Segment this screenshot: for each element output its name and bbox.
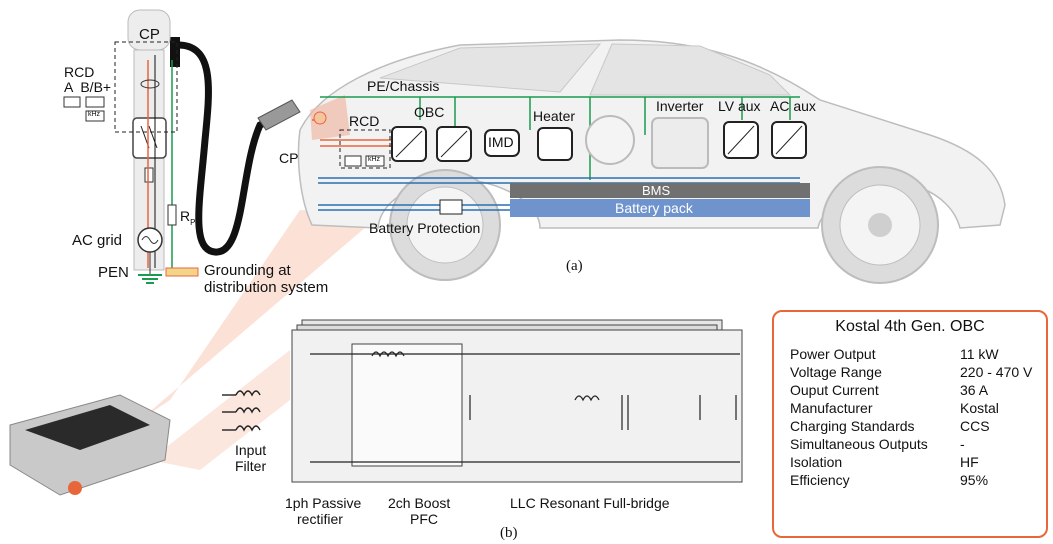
pe-chassis-wiring xyxy=(320,96,800,180)
rcd-a-symbol xyxy=(63,96,81,108)
imd-block xyxy=(484,129,520,157)
spec-row-label: Voltage Range xyxy=(790,364,882,380)
vehicle-rcd-box xyxy=(339,129,391,169)
ac-aux-label: AC aux xyxy=(770,98,816,114)
circuit-schematic xyxy=(310,351,740,463)
battery-pack-label: Battery pack xyxy=(615,200,693,216)
charge-inlet xyxy=(313,111,327,125)
spec-row-label: Ouput Current xyxy=(790,382,879,398)
grounding-label-line2: distribution system xyxy=(204,279,329,296)
vehicle-rcd-label: RCD xyxy=(349,113,380,129)
input-filter-label-line1: Input xyxy=(235,442,267,458)
vehicle-khz-box xyxy=(365,155,385,167)
projection-beam-lower xyxy=(150,350,290,470)
spec-row-label: Power Output xyxy=(790,346,876,362)
cable-connector xyxy=(170,37,180,67)
input-filter-label-line2: Filter xyxy=(235,458,267,474)
projection-beam xyxy=(140,210,380,420)
rcd-khz-label: kHz xyxy=(88,111,101,118)
pfc-label-line1: 2ch Boost xyxy=(388,495,451,511)
rcd-types-label: A B/B+ xyxy=(64,79,112,95)
spec-row-value: HF xyxy=(960,454,979,470)
grounding-label-line1: Grounding at xyxy=(204,262,291,279)
ac-grid-label: AC grid xyxy=(72,232,123,249)
spec-row-value: - xyxy=(960,436,965,452)
spec-row-label: Simultaneous Outputs xyxy=(790,436,928,452)
vehicle-rcd-symbol xyxy=(344,155,362,167)
pfc-label-line2: PFC xyxy=(410,511,438,527)
grounding-bar xyxy=(165,267,199,277)
spec-row-label: Efficiency xyxy=(790,472,850,488)
spec-row-value: 220 - 470 V xyxy=(960,364,1033,380)
bms-bar xyxy=(510,183,810,198)
rectifier-label-line1: 1ph Passive xyxy=(285,495,362,511)
spec-row-value: 11 kW xyxy=(960,346,999,362)
spec-row-value: Kostal xyxy=(960,400,999,416)
heater-block xyxy=(537,127,573,161)
evse-cp-label: CP xyxy=(139,26,160,43)
rectifier-label-line2: rectifier xyxy=(297,511,343,527)
caption-b: (b) xyxy=(500,525,518,541)
motor-icon xyxy=(585,115,635,165)
pen-label: PEN xyxy=(98,264,129,281)
spec-row-value: 95% xyxy=(960,472,989,488)
battery-protection-switch xyxy=(439,199,463,215)
pfc-board xyxy=(351,343,463,467)
llc-label: LLC Resonant Full-bridge xyxy=(510,495,670,511)
imd-label: IMD xyxy=(488,134,514,150)
spec-title: Kostal 4th Gen. OBC xyxy=(835,318,985,335)
charging-cable xyxy=(177,41,292,256)
spec-row-label: Charging Standards xyxy=(790,418,915,434)
evse-column xyxy=(114,9,199,284)
obc-spec-panel: Kostal 4th Gen. OBC Power Output 11 kW V… xyxy=(772,310,1048,538)
inverter-block xyxy=(651,117,709,169)
charger-plug xyxy=(257,99,301,131)
inverter-label: Inverter xyxy=(656,98,704,114)
battery-protection-label: Battery Protection xyxy=(369,220,481,236)
obc-unit-photo xyxy=(9,394,171,496)
spec-row-label: Isolation xyxy=(790,454,843,470)
vehicle-khz-label: kHz xyxy=(368,156,381,163)
input-filter-inductors xyxy=(222,390,261,432)
battery-pack-bar xyxy=(510,199,810,217)
pe-chassis-label: PE/Chassis xyxy=(367,78,440,94)
rpe-resistor xyxy=(167,204,177,226)
obc-label: OBC xyxy=(414,104,445,120)
spec-row-value: 36 A xyxy=(960,382,989,398)
bms-label: BMS xyxy=(642,183,671,198)
spec-row-value: CCS xyxy=(960,418,990,434)
lv-aux-label: LV aux xyxy=(718,98,761,114)
rcd-b-symbol xyxy=(85,96,105,108)
rcd-khz-box xyxy=(85,110,105,122)
spec-row-label: Manufacturer xyxy=(790,400,873,416)
rpe-label: RPE xyxy=(180,208,201,227)
heater-label: Heater xyxy=(533,108,576,124)
grid-rcd-label: RCD xyxy=(64,64,95,80)
caption-a: (a) xyxy=(566,258,583,274)
vehicle-cp-label: CP xyxy=(279,150,299,166)
contactor-box xyxy=(132,117,167,159)
